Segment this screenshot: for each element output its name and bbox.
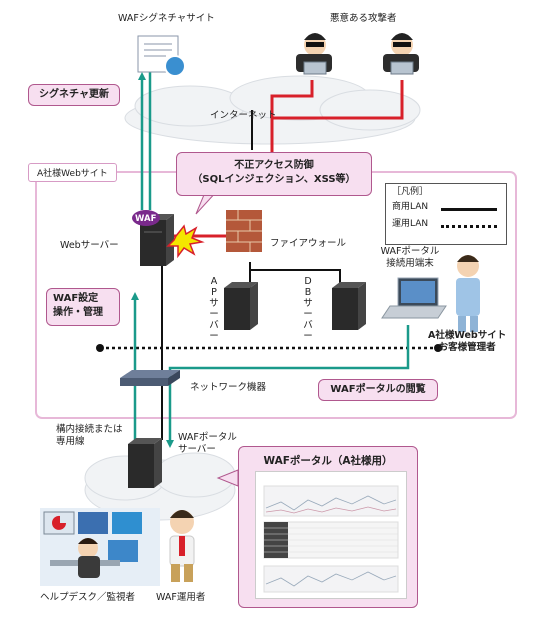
attackers-label: 悪意ある攻撃者 bbox=[330, 13, 397, 24]
legend-title: ［凡例］ bbox=[392, 187, 429, 197]
legend: ［凡例］ 商用LAN 運用LAN bbox=[385, 183, 507, 245]
attack-burst-icon bbox=[166, 224, 205, 259]
network-lines bbox=[161, 110, 341, 440]
signature-site-icon bbox=[137, 35, 186, 77]
signature-update-callout: シグネチャ更新 bbox=[28, 84, 120, 106]
legend-commercial-line bbox=[441, 208, 497, 211]
waf-badge-shape bbox=[132, 210, 160, 226]
private-cloud bbox=[84, 452, 236, 521]
portal-screenshot bbox=[255, 471, 407, 599]
waf-operator-label: WAF運用者 bbox=[156, 592, 206, 603]
lan-endpoint-left bbox=[96, 344, 104, 352]
ap-server-icon bbox=[224, 282, 258, 330]
ap-server-label: A P サ ー バ ー bbox=[209, 276, 219, 342]
lan-endpoint-right bbox=[434, 344, 442, 352]
waf-badge: WAF bbox=[135, 214, 157, 224]
firewall-label: ファイアウォール bbox=[270, 238, 347, 249]
admin-label: A社様Webサイト お客様管理者 bbox=[428, 330, 507, 353]
signature-site-label: WAFシグネチャサイト bbox=[118, 13, 215, 24]
website-tag: A社様Webサイト bbox=[28, 163, 117, 182]
db-server-icon bbox=[332, 282, 366, 330]
laptop-icon bbox=[381, 277, 447, 319]
fraud-subtitle: （SQLインジェクション、XSS等） bbox=[192, 174, 356, 185]
helpdesk-label: ヘルプデスク／監視者 bbox=[40, 592, 136, 603]
campus-line-label: 構内接続または 専用線 bbox=[56, 424, 123, 447]
fraud-callout: 不正アクセス防御 （SQLインジェクション、XSS等） bbox=[176, 152, 372, 196]
internet-label: インターネット bbox=[210, 110, 277, 121]
portal-preview-card: WAFポータル（A社様用） bbox=[238, 446, 418, 608]
waf-operator-icon bbox=[169, 510, 195, 582]
legend-commercial-label: 商用LAN bbox=[392, 202, 429, 212]
network-device-label: ネットワーク機器 bbox=[190, 382, 267, 393]
network-device-icon bbox=[120, 370, 180, 386]
portal-card-title: WAFポータル（A社様用） bbox=[263, 455, 393, 467]
db-server-label: D B サ ー バ ー bbox=[303, 276, 313, 342]
attacker-icon-2 bbox=[383, 33, 419, 75]
fraud-title: 不正アクセス防御 bbox=[234, 160, 314, 171]
helpdesk-scene bbox=[40, 508, 160, 586]
portal-view-callout: WAFポータルの閲覧 bbox=[318, 379, 438, 401]
legend-operational-label: 運用LAN bbox=[392, 219, 429, 229]
portal-thumbnail bbox=[263, 485, 399, 593]
portal-server-label: WAFポータル サーバー bbox=[178, 432, 237, 455]
legend-operational-line bbox=[441, 225, 497, 228]
attacker-icon-1 bbox=[296, 33, 332, 75]
portal-terminal-label: WAFポータル 接続用端末 bbox=[380, 246, 440, 269]
web-server-label: Webサーバー bbox=[60, 240, 119, 251]
admin-person-icon bbox=[456, 255, 480, 332]
portal-server-icon bbox=[128, 438, 162, 488]
waf-settings-callout: WAF設定 操作・管理 bbox=[46, 288, 120, 326]
internet-cloud bbox=[124, 75, 421, 145]
firewall-icon bbox=[226, 210, 262, 252]
